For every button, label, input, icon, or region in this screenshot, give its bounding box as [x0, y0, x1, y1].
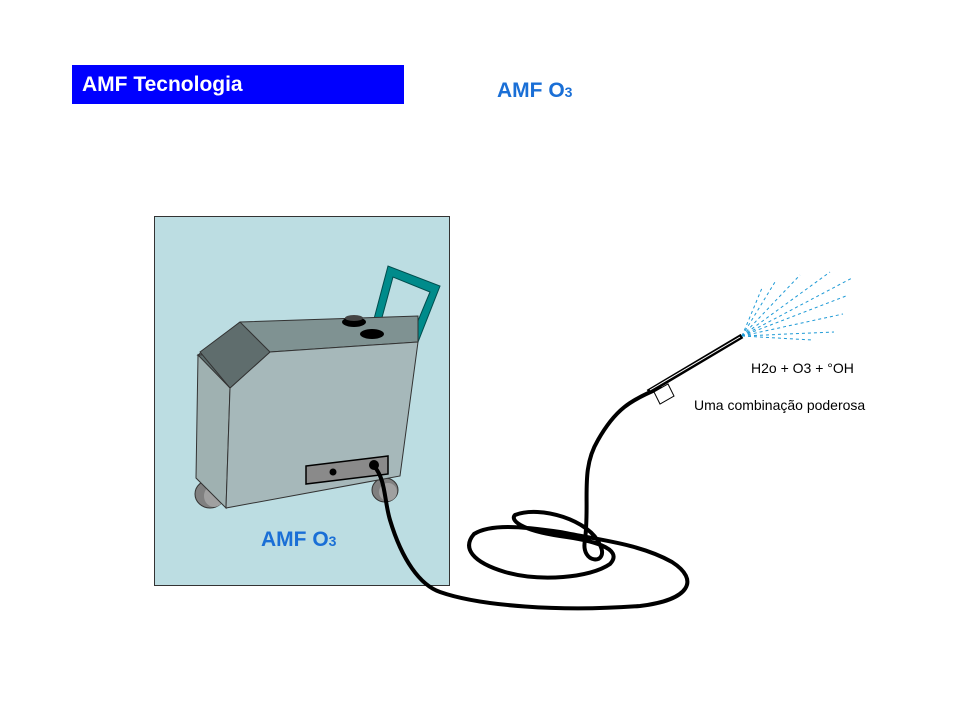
tagline-text: Uma combinação poderosa: [694, 397, 866, 413]
formula-text: H2o + O3 + °OH: [751, 360, 854, 376]
page-title-main: AMF O: [497, 79, 565, 102]
spray-lance: [646, 333, 744, 405]
water-spray: [741, 271, 853, 341]
page-title: AMF O3: [497, 79, 572, 103]
header-banner: AMF Tecnologia: [72, 65, 404, 104]
page-title-subscript: 3: [564, 84, 573, 100]
hose: [372, 386, 690, 611]
machine-top-caps: [342, 315, 384, 339]
machine-label-main: AMF O: [261, 528, 329, 551]
machine-label: AMF O3: [261, 528, 336, 552]
machine-label-subscript: 3: [328, 533, 337, 549]
header-title: AMF Tecnologia: [82, 73, 243, 96]
